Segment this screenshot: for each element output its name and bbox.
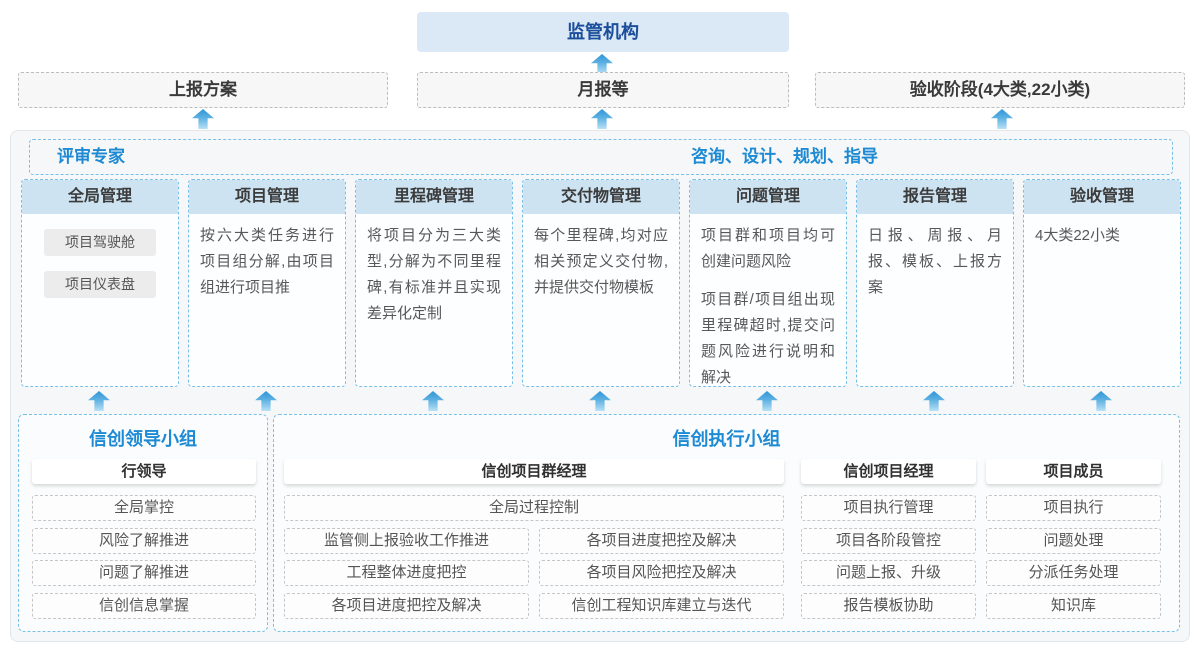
chip-project-dashboard: 项目仪表盘 xyxy=(44,271,156,298)
member-item: 分派任务处理 xyxy=(986,560,1161,586)
column-acceptance-management: 验收管理 4大类22小类 xyxy=(1023,179,1181,387)
role-project-member: 项目成员 xyxy=(986,459,1161,484)
role-project-manager: 信创项目经理 xyxy=(801,459,976,484)
platform-header-band: 评审专家 咨询、设计、规划、指导 xyxy=(29,139,1173,175)
column-title: 项目管理 xyxy=(189,180,345,214)
review-experts-label: 评审专家 xyxy=(57,147,125,166)
member-item: 项目执行 xyxy=(986,495,1161,521)
column-title: 验收管理 xyxy=(1024,180,1180,214)
channel-box-monthly-report: 月报等 xyxy=(417,72,789,108)
role-program-manager: 信创项目群经理 xyxy=(284,459,784,484)
program-manager-item: 工程整体进度把控 xyxy=(284,560,529,586)
column-paragraph: 将项目分为三大类型,分解为不同里程碑,有标准并且实现差异化定制 xyxy=(367,227,501,322)
leader-item: 问题了解推进 xyxy=(32,560,256,586)
column-paragraph: 每个里程碑,均对应相关预定义交付物,并提供交付物模板 xyxy=(534,227,668,296)
project-manager-item: 项目执行管理 xyxy=(801,495,976,521)
arrow-up-icon xyxy=(591,109,613,129)
program-manager-item: 全局过程控制 xyxy=(284,495,784,521)
channel-box-acceptance-phase: 验收阶段(4大类,22小类) xyxy=(815,72,1185,108)
column-issue-management: 问题管理 项目群和项目均可创建问题风险 项目群/项目组出现里程碑超时,提交问题风… xyxy=(689,179,847,387)
column-body: 4大类22小类 xyxy=(1024,214,1180,258)
member-item: 问题处理 xyxy=(986,528,1161,554)
program-manager-item: 各项目风险把控及解决 xyxy=(539,560,784,586)
program-manager-item: 监管侧上报验收工作推进 xyxy=(284,528,529,554)
column-body: 每个里程碑,均对应相关预定义交付物,并提供交付物模板 xyxy=(523,214,679,310)
project-manager-item: 项目各阶段管控 xyxy=(801,528,976,554)
program-manager-item: 各项目进度把控及解决 xyxy=(539,528,784,554)
program-manager-item: 信创工程知识库建立与迭代 xyxy=(539,593,784,619)
column-deliverable-management: 交付物管理 每个里程碑,均对应相关预定义交付物,并提供交付物模板 xyxy=(522,179,680,387)
column-milestone-management: 里程碑管理 将项目分为三大类型,分解为不同里程碑,有标准并且实现差异化定制 xyxy=(355,179,513,387)
leader-group-box: 信创领导小组 行领导 全局掌控 风险了解推进 问题了解推进 信创信息掌握 xyxy=(18,414,268,632)
column-report-management: 报告管理 日报、周报、月报、模板、上报方案 xyxy=(856,179,1014,387)
column-paragraph: 项目群和项目均可创建问题风险 xyxy=(701,227,835,270)
column-body: 将项目分为三大类型,分解为不同里程碑,有标准并且实现差异化定制 xyxy=(356,214,512,336)
column-body: 按六大类任务进行项目组分解,由项目组进行项目推 xyxy=(189,214,345,310)
column-paragraph: 项目群/项目组出现里程碑超时,提交问题风险进行说明和解决 xyxy=(701,291,835,386)
arrow-up-icon xyxy=(192,109,214,129)
exec-group-box: 信创执行小组 信创项目群经理 全局过程控制 监管侧上报验收工作推进 工程整体进度… xyxy=(273,414,1180,632)
column-title: 交付物管理 xyxy=(523,180,679,214)
column-title: 问题管理 xyxy=(690,180,846,214)
leader-item: 全局掌控 xyxy=(32,495,256,521)
column-paragraph: 按六大类任务进行项目组分解,由项目组进行项目推 xyxy=(200,227,334,296)
channel-box-report-plan: 上报方案 xyxy=(18,72,388,108)
role-bank-leadership: 行领导 xyxy=(32,459,256,484)
column-title: 里程碑管理 xyxy=(356,180,512,214)
leader-item: 风险了解推进 xyxy=(32,528,256,554)
column-title: 报告管理 xyxy=(857,180,1013,214)
leader-item: 信创信息掌握 xyxy=(32,593,256,619)
arrow-up-icon xyxy=(591,54,613,74)
column-body: 项目群和项目均可创建问题风险 项目群/项目组出现里程碑超时,提交问题风险进行说明… xyxy=(690,214,846,386)
column-title: 全局管理 xyxy=(22,180,178,214)
column-project-management: 项目管理 按六大类任务进行项目组分解,由项目组进行项目推 xyxy=(188,179,346,387)
arrow-up-icon xyxy=(991,109,1013,129)
exec-group-title: 信创执行小组 xyxy=(672,429,781,449)
chip-project-cockpit: 项目驾驶舱 xyxy=(44,229,156,256)
column-body: 日报、周报、月报、模板、上报方案 xyxy=(857,214,1013,310)
regulator-box: 监管机构 xyxy=(417,12,789,52)
leader-group-title: 信创领导小组 xyxy=(89,429,197,449)
column-paragraph: 4大类22小类 xyxy=(1035,227,1121,244)
project-manager-item: 报告模板协助 xyxy=(801,593,976,619)
column-global-management: 全局管理 项目驾驶舱 项目仪表盘 xyxy=(21,179,179,387)
project-manager-item: 问题上报、升级 xyxy=(801,560,976,586)
member-item: 知识库 xyxy=(986,593,1161,619)
column-paragraph: 日报、周报、月报、模板、上报方案 xyxy=(868,227,1002,296)
guidance-label: 咨询、设计、规划、指导 xyxy=(691,147,878,166)
program-manager-item: 各项目进度把控及解决 xyxy=(284,593,529,619)
